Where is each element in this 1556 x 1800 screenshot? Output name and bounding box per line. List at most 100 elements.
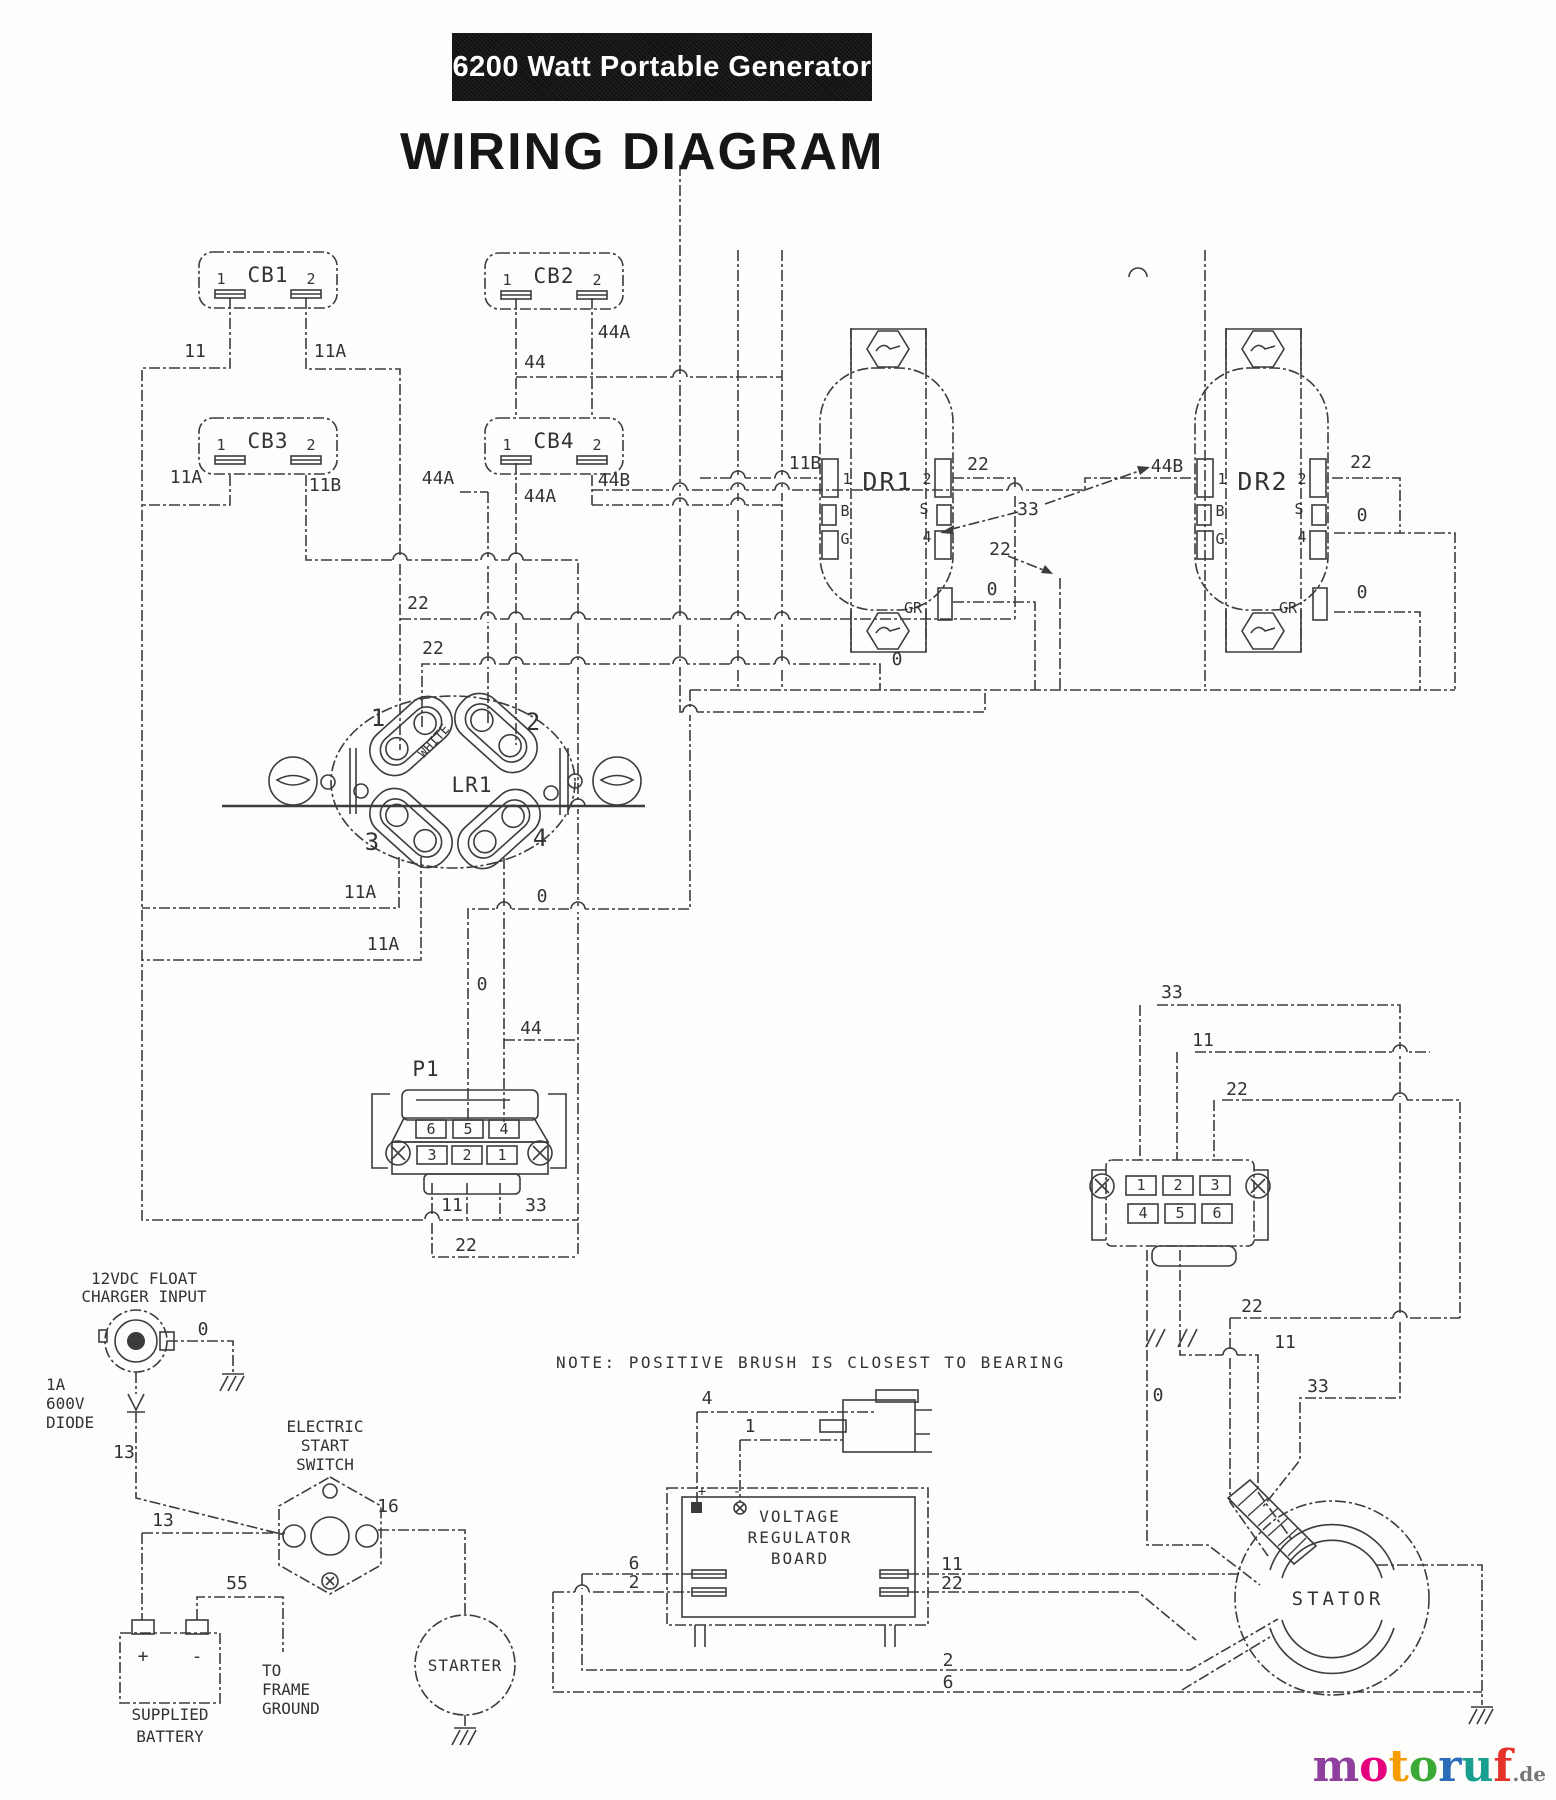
cb1-label: CB1 bbox=[248, 263, 289, 287]
battery-minus: - bbox=[192, 1646, 203, 1667]
diode-label-3: DIODE bbox=[46, 1413, 94, 1432]
wire-label-0-s4: 0 bbox=[477, 974, 488, 995]
wire-label-22-stator: 22 bbox=[1241, 1296, 1263, 1317]
p1-label: P1 bbox=[412, 1057, 439, 1081]
p1-connector: 6 5 4 3 2 1 P1 bbox=[371, 1057, 567, 1195]
wire-label-44a-left: 44A bbox=[422, 468, 455, 489]
lr1-slot2-number: 2 bbox=[526, 708, 540, 736]
wire-label-6-bus: 6 bbox=[943, 1672, 954, 1693]
stator: STATOR bbox=[1226, 1478, 1430, 1696]
wires-lr1-p1 bbox=[142, 690, 691, 1258]
j1-pin-6: 6 bbox=[1212, 1204, 1221, 1222]
j1-pin-2: 2 bbox=[1173, 1176, 1182, 1194]
cb3-terminal-1: 1 bbox=[216, 436, 225, 454]
wire-label-22-j1: 22 bbox=[1226, 1079, 1248, 1100]
j1-pin-4: 4 bbox=[1138, 1204, 1147, 1222]
wire-label-55: 55 bbox=[226, 1573, 248, 1594]
lr1-label: LR1 bbox=[452, 773, 493, 797]
charger-label-1: 12VDC FLOAT bbox=[91, 1269, 197, 1288]
wire-label-22-lower: 22 bbox=[422, 638, 444, 659]
wire-label-11-p1: 11 bbox=[441, 1195, 463, 1216]
p1-pin-4: 4 bbox=[499, 1120, 508, 1138]
wire-labels: 11 11A 44 44A 11A 11B 44A 44A 44B 22 22 … bbox=[113, 322, 1372, 1693]
wires-cb-area bbox=[141, 298, 1195, 1257]
wire-label-44b-dr2: 44B bbox=[1151, 456, 1184, 477]
lr1-right-screw-icon bbox=[592, 756, 642, 806]
positive-brush-note: NOTE: POSITIVE BRUSH IS CLOSEST TO BEARI… bbox=[556, 1353, 1066, 1372]
dr2-top-bolt-icon bbox=[1241, 330, 1285, 368]
wire-label-22-vr: 22 bbox=[941, 1573, 963, 1594]
dr1-terminal-1: 1 bbox=[842, 470, 851, 488]
wire-label-13-switch: 13 bbox=[152, 1510, 174, 1531]
switch-label-2: START bbox=[301, 1436, 350, 1455]
dr1: DR1 1 B G 2 S 4 GR bbox=[819, 328, 954, 653]
watermark-letter: o bbox=[1359, 1741, 1389, 1792]
wires-regulator-stator bbox=[552, 1411, 1483, 1705]
wire-label-22-p1: 22 bbox=[455, 1235, 477, 1256]
wire-label-33-p1: 33 bbox=[525, 1195, 547, 1216]
wire-label-44: 44 bbox=[524, 352, 546, 373]
stator-label: STATOR bbox=[1292, 1588, 1385, 1610]
cb4-label: CB4 bbox=[534, 429, 575, 453]
frame-ground-label-2: FRAME bbox=[262, 1680, 310, 1699]
motoruf-watermark: motoruf.de bbox=[1313, 1741, 1546, 1792]
dr2-terminal-b: B bbox=[1215, 502, 1224, 520]
battery-label-1: SUPPLIED bbox=[131, 1705, 208, 1724]
j1-pin-1: 1 bbox=[1136, 1176, 1145, 1194]
wire-label-11a: 11A bbox=[314, 341, 347, 362]
page-title: WIRING DIAGRAM bbox=[400, 123, 885, 181]
dr2-terminal-2: 2 bbox=[1297, 470, 1306, 488]
wire-label-22-upper: 22 bbox=[407, 593, 429, 614]
watermark-letter: r bbox=[1438, 1741, 1462, 1792]
dr2-terminal-4: 4 bbox=[1297, 528, 1306, 546]
wire-label-0-gr1: 0 bbox=[987, 579, 998, 600]
wires-right-connector bbox=[1139, 1004, 1461, 1586]
starter-label: STARTER bbox=[428, 1656, 502, 1675]
vr-text-1: VOLTAGE bbox=[759, 1507, 840, 1526]
wire-hops bbox=[392, 369, 1408, 1595]
wire-label-33-stator: 33 bbox=[1307, 1376, 1329, 1397]
dr1-terminal-4: 4 bbox=[922, 528, 931, 546]
cb3-label: CB3 bbox=[248, 429, 289, 453]
p1-left-screw-icon bbox=[385, 1140, 411, 1166]
wire-label-44-p1: 44 bbox=[520, 1018, 542, 1039]
wire-label-11a-cb3: 11A bbox=[170, 467, 203, 488]
wire-label-11b-dr1: 11B bbox=[789, 453, 822, 474]
wire-label-6-vr: 6 bbox=[629, 1553, 640, 1574]
p1-pin-5: 5 bbox=[463, 1120, 472, 1138]
wire-label-0-bus: 0 bbox=[892, 649, 903, 670]
dr1-terminal-s: S bbox=[919, 500, 928, 518]
cb2-terminal-1: 1 bbox=[502, 271, 511, 289]
wires-bottom-left bbox=[127, 1340, 466, 1726]
frame-ground-label-1: TO bbox=[262, 1661, 281, 1680]
switch-label-1: ELECTRIC bbox=[286, 1417, 363, 1436]
battery: + - bbox=[119, 1619, 221, 1704]
battery-plus: + bbox=[138, 1646, 149, 1667]
diode-label-2: 600V bbox=[46, 1394, 85, 1413]
cb2-label: CB2 bbox=[534, 264, 575, 288]
p1-pin-6: 6 bbox=[426, 1120, 435, 1138]
wire-label-0-stator: 0 bbox=[1153, 1385, 1164, 1406]
watermark-suffix: .de bbox=[1512, 1762, 1546, 1786]
wire-label-11-j1: 11 bbox=[1192, 1030, 1214, 1051]
cb3-terminal-2: 2 bbox=[306, 436, 315, 454]
wires-dr-area bbox=[400, 165, 1456, 727]
cb1-terminal-1: 1 bbox=[216, 270, 225, 288]
wire-label-11b-cb3: 11B bbox=[309, 475, 342, 496]
charger-ground-icon bbox=[219, 1373, 245, 1392]
dr1-terminal-b: B bbox=[840, 502, 849, 520]
vr-text-2: REGULATOR bbox=[748, 1528, 853, 1547]
p1-pin-3: 3 bbox=[427, 1146, 436, 1164]
wire-label-16: 16 bbox=[377, 1496, 399, 1517]
wire-label-33-dr: 33 bbox=[1017, 499, 1039, 520]
switch-label-3: SWITCH bbox=[296, 1455, 354, 1474]
charger-label-2: CHARGER INPUT bbox=[81, 1287, 207, 1306]
cb1: CB1 1 2 bbox=[198, 251, 338, 309]
wire-label-44a-right: 44A bbox=[524, 486, 557, 507]
dr1-terminal-2: 2 bbox=[922, 470, 931, 488]
wire-label-4: 4 bbox=[702, 1388, 713, 1409]
vr-minus: - bbox=[733, 1484, 741, 1500]
dr2-terminal-g: G bbox=[1215, 530, 1224, 548]
